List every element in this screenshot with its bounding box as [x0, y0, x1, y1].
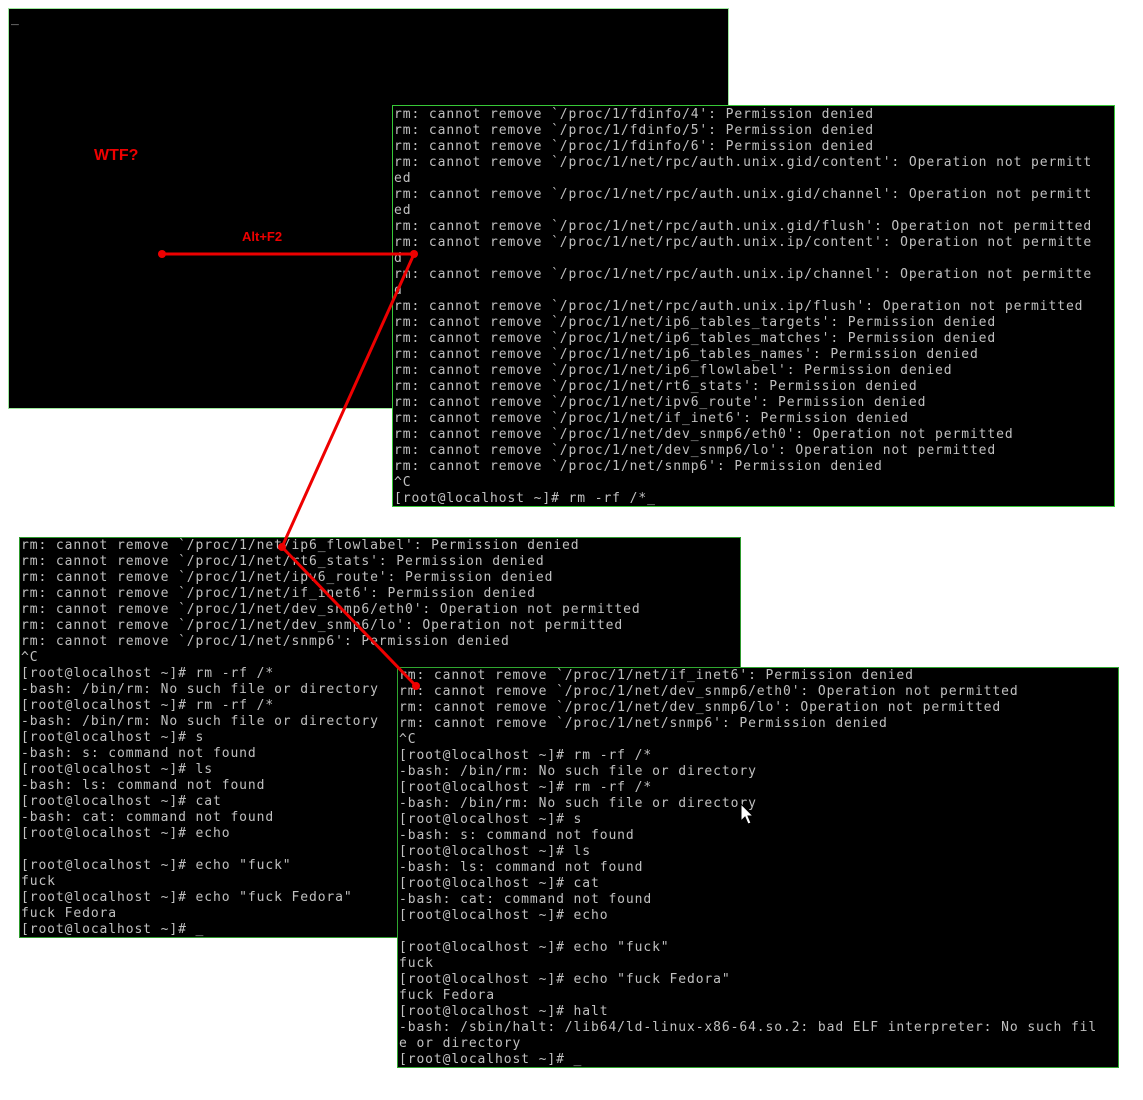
annotation-alt-f2: Alt+F2 [242, 229, 283, 244]
annotation-wtf: WTF? [94, 147, 139, 164]
console-text: rm: cannot remove `/proc/1/net/ip6_flowl… [21, 538, 641, 937]
mouse-pointer-icon [740, 802, 755, 825]
console-screen-halt-attempt[interactable]: rm: cannot remove `/proc/1/net/if_inet6'… [397, 667, 1119, 1068]
annotation-arrow-line [162, 252, 418, 688]
annotation-line-start-dot [158, 250, 166, 258]
console-text: rm: cannot remove `/proc/1/net/if_inet6'… [399, 668, 1098, 1067]
annotation-line-joint-dot [410, 250, 418, 258]
console-screen-rm-output[interactable]: rm: cannot remove `/proc/1/fdinfo/4': Pe… [392, 105, 1115, 507]
annotation-line-end-dot [412, 682, 420, 690]
console-text: rm: cannot remove `/proc/1/fdinfo/4': Pe… [394, 107, 1093, 506]
annotation-line-joint-dot [278, 543, 286, 551]
console-cursor: _ [11, 11, 19, 26]
